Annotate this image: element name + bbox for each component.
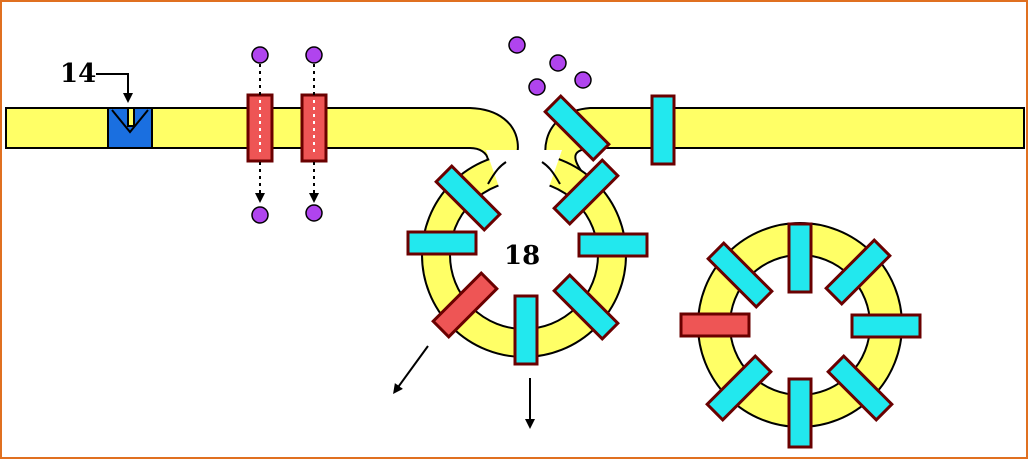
vesicle-protein	[787, 222, 813, 294]
vesicle-protein	[552, 273, 620, 341]
particle	[251, 206, 269, 224]
particle	[508, 36, 526, 54]
label-18: 18	[504, 241, 540, 271]
vesicle-protein	[552, 158, 620, 226]
particles	[251, 36, 592, 224]
vesicle-protein	[824, 238, 892, 306]
closed-vesicle-proteins	[679, 222, 922, 449]
membrane-channel-2	[300, 93, 328, 163]
label-14-pointer	[96, 73, 133, 103]
receptor-notch	[111, 109, 149, 134]
vesicle-proteins	[406, 94, 649, 366]
vesicle-protein	[577, 232, 649, 258]
particle	[305, 204, 323, 222]
particle	[251, 46, 269, 64]
vesicle-protein	[705, 354, 773, 422]
vesicle-protein	[431, 271, 499, 339]
vesicle-protein	[706, 241, 774, 309]
vesicle-protein	[826, 354, 894, 422]
particle	[549, 54, 567, 72]
vesicle-protein	[787, 377, 813, 449]
particle	[528, 78, 546, 96]
label-14: 14	[60, 59, 96, 89]
particle	[305, 46, 323, 64]
vesicle-protein	[543, 94, 611, 162]
vesicle-protein	[850, 313, 922, 339]
release-arrow-left	[393, 345, 429, 395]
membrane-channel-1	[246, 93, 274, 163]
membrane-protein	[650, 94, 676, 166]
vesicle-protein	[679, 312, 751, 338]
vesicle-protein	[434, 164, 502, 232]
particle	[574, 71, 592, 89]
vesicle-protein	[513, 294, 539, 366]
vesicle-protein	[406, 230, 478, 256]
